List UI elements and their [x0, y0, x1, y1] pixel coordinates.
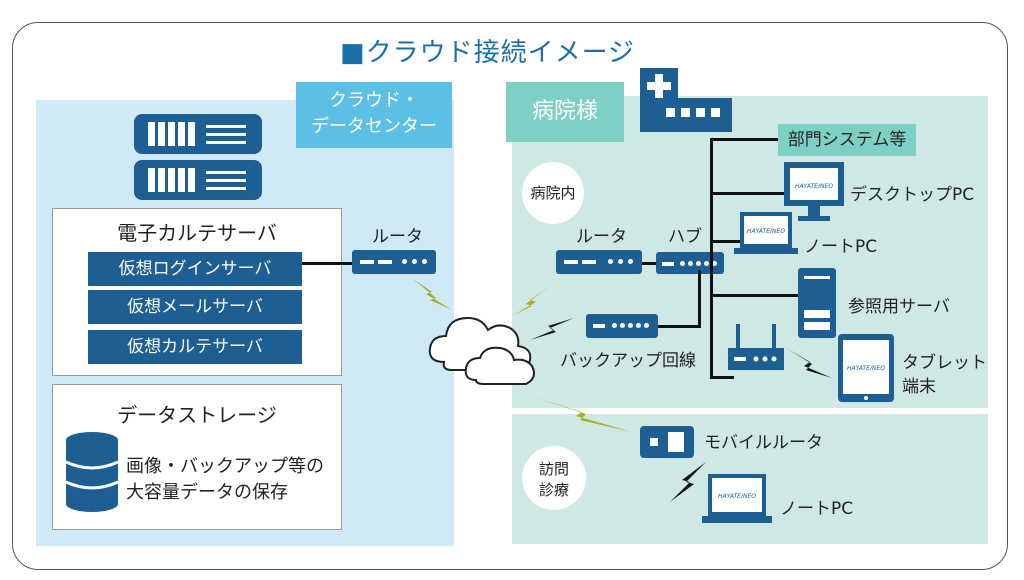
cloud-tag-line1: クラウド・ [329, 90, 419, 111]
backup-router-icon [586, 314, 658, 338]
cloud-icon [428, 316, 535, 385]
virtual-login-server: 仮想ログインサーバ [88, 252, 302, 286]
hub-label: ハブ [668, 227, 702, 247]
desktop-pc-label: デスクトップPC [850, 185, 975, 205]
dept-line [710, 138, 780, 141]
home-visit-line1: 訪問 [538, 460, 569, 478]
cloud-tag-line2: データセンター [311, 116, 437, 137]
tablet-icon: HAYATE/NEO [838, 334, 894, 402]
lightning-icon [786, 348, 832, 378]
cloud-router-icon [352, 250, 436, 274]
hospital-inside-label: 病院内 [522, 162, 584, 224]
virtual-ehr-server: 仮想カルテサーバ [88, 330, 302, 364]
database-icon [65, 432, 119, 512]
hospital-building-icon [640, 68, 732, 132]
backup-link-vertical [698, 270, 701, 328]
notebook-screen-logo: HAYATE/NEO [747, 228, 785, 235]
laptop-icon: HAYATE/NEO [734, 212, 798, 254]
hospital-backbone-line [710, 138, 713, 378]
server-router-line [302, 262, 354, 265]
desktop-pc-icon: HAYATE/NEO [784, 162, 844, 221]
server-line [710, 294, 800, 297]
mobile-router-icon [640, 426, 694, 458]
ehr-server-title: 電子カルテサーバ [117, 221, 277, 245]
cloud-datacenter-tag: クラウド・ データセンター [296, 82, 452, 148]
visit-notebook-screen-logo: HAYATE/NEO [718, 493, 756, 500]
notebook-pc-label: ノートPC [804, 237, 878, 257]
notebook-line [710, 240, 742, 243]
backup-link-horizontal [658, 325, 700, 328]
storage-desc-line2: 大容量データの保存 [126, 482, 288, 503]
data-storage-title: データストレージ [117, 403, 277, 427]
tablet-screen-logo: HAYATE/NEO [847, 365, 885, 372]
desktop-line [710, 192, 786, 195]
lightning-icon [512, 286, 550, 316]
mobile-router-label: モバイルルータ [704, 433, 823, 453]
router-hub-line [642, 262, 658, 265]
desktop-screen-logo: HAYATE/NEO [795, 183, 833, 190]
home-visit-label: 訪問 診療 [522, 446, 586, 510]
lightning-icon [412, 278, 452, 310]
virtual-mail-server: 仮想メールサーバ [88, 290, 302, 324]
storage-desc-line1: 画像・バックアップ等の [126, 456, 324, 477]
home-visit-line2: 診療 [538, 481, 569, 499]
tower-server-icon [798, 268, 836, 338]
ref-server-label: 参照用サーバ [848, 297, 950, 317]
lightning-icon [530, 318, 574, 340]
visit-notebook-label: ノートPC [780, 499, 854, 519]
lightning-icon [670, 462, 706, 502]
dept-systems-box: 部門システム等 [778, 124, 916, 156]
hospital-tag: 病院様 [506, 82, 624, 142]
hospital-router-icon [556, 250, 642, 274]
hub-icon [656, 252, 724, 274]
tablet-label-line2: 端末 [902, 377, 936, 397]
laptop-icon: HAYATE/NEO [702, 474, 772, 523]
wifi-router-icon [728, 324, 784, 370]
server-rack-icon [134, 160, 262, 200]
cloud-router-label: ルータ [372, 227, 423, 247]
lightning-icon [530, 396, 632, 432]
hospital-router-label: ルータ [576, 227, 627, 247]
server-rack-icon [134, 114, 262, 154]
backup-line-label: バックアップ回線 [560, 351, 696, 371]
wifi-line [710, 376, 734, 379]
tablet-label-line1: タブレット [902, 353, 987, 373]
diagram-title: ■クラウド接続イメージ [340, 38, 636, 68]
